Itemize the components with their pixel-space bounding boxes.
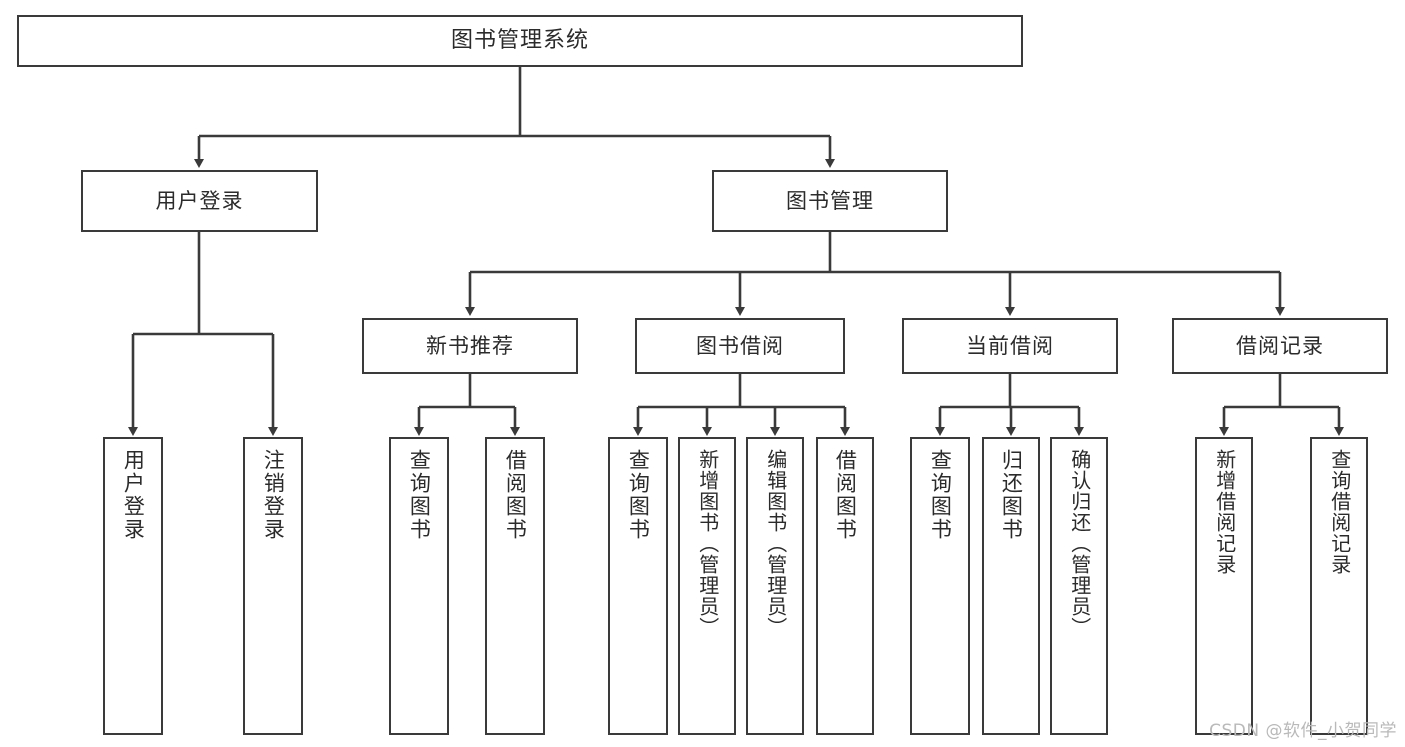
node-root-label: 图书管理系统: [450, 28, 589, 54]
leaf-query-book-current-label: 查询图书: [928, 449, 953, 541]
leaf-borrow-book-label: 借阅图书: [833, 449, 858, 541]
node-new-book-recommend-label: 新书推荐: [426, 333, 514, 358]
leaf-return-book[interactable]: 归还图书: [982, 437, 1040, 735]
leaf-return-book-label: 归还图书: [999, 449, 1024, 541]
node-current-borrow-label: 当前借阅: [966, 333, 1054, 358]
leaf-query-borrow-record-label: 查询借阅记录: [1327, 449, 1352, 575]
leaf-add-book-admin-label: 新增图书（管理员）: [695, 449, 720, 638]
leaf-add-borrow-record[interactable]: 新增借阅记录: [1195, 437, 1253, 735]
leaf-query-book-borrow-label: 查询图书: [626, 449, 651, 541]
leaf-user-logout[interactable]: 注销登录: [243, 437, 303, 735]
node-book-borrow[interactable]: 图书借阅: [635, 318, 845, 374]
leaf-query-book-borrow[interactable]: 查询图书: [608, 437, 668, 735]
node-user-login[interactable]: 用户登录: [81, 170, 318, 232]
leaf-query-book-current[interactable]: 查询图书: [910, 437, 970, 735]
node-user-login-label: 用户登录: [155, 188, 244, 213]
node-book-borrow-label: 图书借阅: [696, 333, 784, 358]
leaf-query-book-recommend-label: 查询图书: [407, 449, 432, 541]
node-borrow-record[interactable]: 借阅记录: [1172, 318, 1388, 374]
node-book-management-label: 图书管理: [786, 188, 874, 213]
node-borrow-record-label: 借阅记录: [1236, 333, 1324, 358]
leaf-query-book-recommend[interactable]: 查询图书: [389, 437, 449, 735]
leaf-add-book-admin[interactable]: 新增图书（管理员）: [678, 437, 736, 735]
leaf-edit-book-admin[interactable]: 编辑图书（管理员）: [746, 437, 804, 735]
leaf-borrow-book-recommend[interactable]: 借阅图书: [485, 437, 545, 735]
leaf-add-borrow-record-label: 新增借阅记录: [1212, 449, 1237, 575]
node-new-book-recommend[interactable]: 新书推荐: [362, 318, 578, 374]
leaf-query-borrow-record[interactable]: 查询借阅记录: [1310, 437, 1368, 735]
leaf-borrow-book[interactable]: 借阅图书: [816, 437, 874, 735]
leaf-confirm-return-admin-label: 确认归还（管理员）: [1067, 449, 1092, 638]
leaf-confirm-return-admin[interactable]: 确认归还（管理员）: [1050, 437, 1108, 735]
leaf-user-login[interactable]: 用户登录: [103, 437, 163, 735]
leaf-user-login-label: 用户登录: [121, 449, 146, 541]
node-book-management[interactable]: 图书管理: [712, 170, 948, 232]
watermark: CSDN @软件_小贺同学: [1209, 721, 1397, 741]
leaf-edit-book-admin-label: 编辑图书（管理员）: [763, 449, 788, 638]
node-root[interactable]: 图书管理系统: [17, 15, 1023, 67]
leaf-user-logout-label: 注销登录: [261, 449, 286, 541]
node-current-borrow[interactable]: 当前借阅: [902, 318, 1118, 374]
leaf-borrow-book-recommend-label: 借阅图书: [503, 449, 528, 541]
